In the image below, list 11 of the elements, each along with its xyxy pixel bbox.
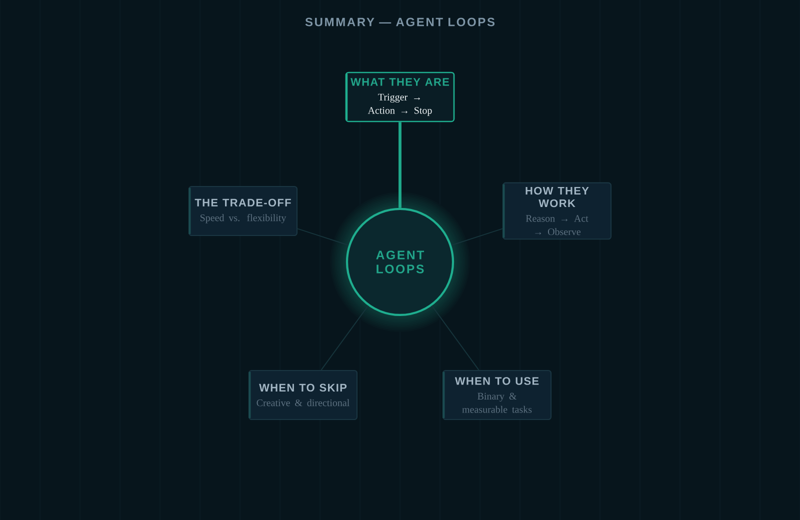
connector-line [398,122,402,208]
topic-card: WHEN TO USE Binary & measurable tasks [442,370,552,420]
topic-card: HOW THEY WORK Reason → Act → Observe [502,182,612,240]
topic-card: THE TRADE-OFF Speed vs. flexibility [188,186,298,236]
connector-line [297,228,350,246]
topic-card: WHEN TO SKIP Creative & directional [248,370,358,420]
connector-line [431,305,480,370]
title: SUMMARY — AGENT LOOPS [305,18,495,26]
connector-line [320,305,369,370]
topic-card: WHAT THEY ARE Trigger → Action → Stop [345,72,455,122]
connector-line [450,228,503,246]
